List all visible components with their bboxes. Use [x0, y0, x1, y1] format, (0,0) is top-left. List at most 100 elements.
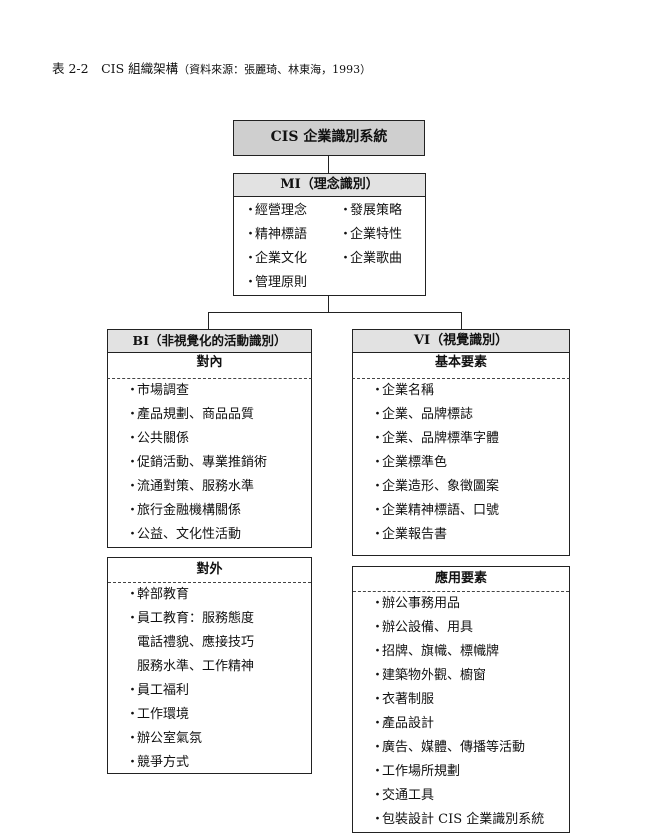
list-item: ・促銷活動、專業推銷術: [126, 451, 311, 475]
list-item-text: 企業特性: [350, 227, 403, 242]
bullet-dot-icon: ・: [371, 788, 385, 803]
bullet-dot-icon: ・: [126, 431, 140, 446]
list-item: ・員工福利: [126, 679, 311, 703]
list-item: ・企業文化: [244, 247, 339, 271]
bullet-dot-icon: ・: [339, 227, 353, 242]
list-item: ・衣著制服: [371, 688, 569, 712]
list-item-text: 企業精神標語、口號: [382, 503, 500, 518]
bi-outer-list: ・幹部教育・員工教育：服務態度電話禮貌、應接技巧服務水準、工作精神・員工福利・工…: [108, 583, 311, 775]
bullet-dot-icon: ・: [126, 527, 140, 542]
list-item: ・企業報告書: [371, 523, 569, 547]
list-item: ・流通對策、服務水準: [126, 475, 311, 499]
bullet-dot-icon: ・: [126, 479, 140, 494]
bullet-dot-icon: ・: [371, 407, 385, 422]
figure-caption: 表 2-2 CIS 組織架構（資料來源：張麗琦、林東海，1993）: [52, 58, 371, 77]
list-item-text: 產品設計: [382, 716, 435, 731]
list-item: ・員工教育：服務態度: [126, 607, 311, 631]
bullet-dot-icon: ・: [126, 455, 140, 470]
bullet-dot-icon: ・: [371, 740, 385, 755]
connector-mi-down: [328, 296, 329, 312]
bi-outer-title: 對外: [108, 558, 311, 583]
connector-vi: [461, 312, 462, 329]
vi-basic-title: 基本要素: [353, 353, 569, 373]
list-item-text: 辦公設備、用具: [382, 620, 474, 635]
list-item-text: 企業報告書: [382, 527, 448, 542]
bullet-dot-icon: ・: [371, 668, 385, 683]
bullet-dot-icon: ・: [371, 383, 385, 398]
list-item-text: 競爭方式: [137, 755, 190, 770]
list-item: ・交通工具: [371, 784, 569, 808]
list-item: ・工作場所規劃: [371, 760, 569, 784]
bullet-dot-icon: ・: [244, 275, 258, 290]
list-item-text: 企業歌曲: [350, 251, 403, 266]
list-item-text: 工作環境: [137, 707, 190, 722]
list-item-text: 企業、品牌標誌: [382, 407, 474, 422]
bullet-dot-icon: ・: [339, 251, 353, 266]
bullet-dot-icon: ・: [126, 503, 140, 518]
list-item-text: 企業、品牌標準字體: [382, 431, 500, 446]
bi-box: BI（非視覺化的活動識別） 對內: [107, 329, 312, 380]
list-item: ・競爭方式: [126, 751, 311, 775]
vi-applied-list: ・辦公事務用品・辦公設備、用具・招牌、旗幟、標幟牌・建築物外觀、櫥窗・衣著制服・…: [353, 592, 569, 832]
bi-inner-box: ・市場調查・產品規劃、商品品質・公共關係・促銷活動、專業推銷術・流通對策、服務水…: [107, 378, 312, 548]
bi-outer-box: 對外 ・幹部教育・員工教育：服務態度電話禮貌、應接技巧服務水準、工作精神・員工福…: [107, 557, 312, 774]
list-item: ・辦公事務用品: [371, 592, 569, 616]
list-item: ・管理原則: [244, 271, 339, 295]
list-item: ・經營理念: [244, 199, 339, 223]
caption-source: （資料來源：張麗琦、林東海，1993）: [178, 63, 372, 76]
list-item-text: 服務水準、工作精神: [137, 659, 255, 674]
connector-horizontal: [208, 312, 462, 313]
list-item: 服務水準、工作精神: [126, 655, 311, 679]
bullet-dot-icon: ・: [126, 383, 140, 398]
list-item: ・公益、文化性活動: [126, 523, 311, 547]
mi-title: MI（理念識別）: [234, 174, 425, 197]
list-item: ・企業、品牌標準字體: [371, 427, 569, 451]
bullet-dot-icon: ・: [126, 755, 140, 770]
bullet-dot-icon: ・: [126, 731, 140, 746]
list-item: ・建築物外觀、櫥窗: [371, 664, 569, 688]
list-item: ・產品規劃、商品品質: [126, 403, 311, 427]
list-item: ・旅行金融機構關係: [126, 499, 311, 523]
bullet-dot-icon: ・: [371, 812, 385, 827]
list-item-text: 發展策略: [350, 203, 403, 218]
list-item: ・廣告、媒體、傳播等活動: [371, 736, 569, 760]
list-item-text: 辦公事務用品: [382, 596, 461, 611]
list-item-text: 包裝設計 CIS 企業識別系統: [382, 812, 545, 827]
list-item-text: 工作場所規劃: [382, 764, 461, 779]
bullet-dot-icon: ・: [371, 644, 385, 659]
list-item-text: 員工福利: [137, 683, 190, 698]
bullet-dot-icon: ・: [371, 596, 385, 611]
vi-applied-box: 應用要素 ・辦公事務用品・辦公設備、用具・招牌、旗幟、標幟牌・建築物外觀、櫥窗・…: [352, 566, 570, 833]
bullet-dot-icon: ・: [371, 479, 385, 494]
list-item-text: 企業文化: [255, 251, 308, 266]
list-item: ・辦公室氣氛: [126, 727, 311, 751]
list-item-text: 旅行金融機構關係: [137, 503, 242, 518]
bullet-dot-icon: ・: [371, 692, 385, 707]
list-item: ・包裝設計 CIS 企業識別系統: [371, 808, 569, 832]
list-item: 電話禮貌、應接技巧: [126, 631, 311, 655]
list-item-text: 廣告、媒體、傳播等活動: [382, 740, 526, 755]
list-item: ・工作環境: [126, 703, 311, 727]
list-item-text: 員工教育：服務態度: [137, 611, 255, 626]
root-box: CIS 企業識別系統: [233, 120, 425, 156]
list-item: ・企業造形、象徵圖案: [371, 475, 569, 499]
list-item-text: 企業名稱: [382, 383, 435, 398]
list-item: ・產品設計: [371, 712, 569, 736]
list-item: ・企業、品牌標誌: [371, 403, 569, 427]
list-item-text: 辦公室氣氛: [137, 731, 203, 746]
list-item: ・辦公設備、用具: [371, 616, 569, 640]
list-item: ・企業標準色: [371, 451, 569, 475]
bullet-dot-icon: ・: [371, 716, 385, 731]
bullet-dot-icon: ・: [371, 764, 385, 779]
list-item-text: 幹部教育: [137, 587, 190, 602]
vi-basic-box: ・企業名稱・企業、品牌標誌・企業、品牌標準字體・企業標準色・企業造形、象徵圖案・…: [352, 378, 570, 556]
list-item-text: 企業標準色: [382, 455, 448, 470]
list-item-text: 管理原則: [255, 275, 308, 290]
list-item: ・市場調查: [126, 379, 311, 403]
caption-label: 表 2-2 CIS 組織架構: [52, 61, 179, 76]
connector-bi: [208, 312, 209, 329]
bullet-dot-icon: ・: [244, 227, 258, 242]
list-item: ・公共關係: [126, 427, 311, 451]
vi-basic-list: ・企業名稱・企業、品牌標誌・企業、品牌標準字體・企業標準色・企業造形、象徵圖案・…: [353, 379, 569, 547]
list-item-text: 企業造形、象徵圖案: [382, 479, 500, 494]
